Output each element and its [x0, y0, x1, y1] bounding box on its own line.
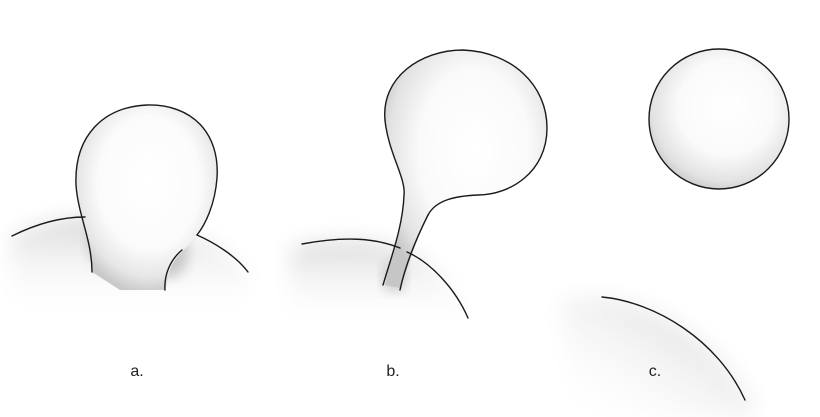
bud-shape-a [75, 104, 218, 290]
panel-label-a: a. [130, 363, 143, 380]
panel-label-b: b. [386, 363, 399, 380]
membrane-left-a [11, 216, 86, 237]
stalk-right-b [399, 214, 429, 291]
stalk-left-b [382, 119, 405, 286]
membrane-b-right [406, 251, 469, 319]
free-vesicle [649, 49, 789, 189]
panel-a: a. [11, 104, 249, 380]
neck-inner-right-a [164, 249, 183, 291]
free-vesicle-outline [648, 48, 790, 190]
membrane-right-a [196, 234, 249, 273]
panel-c: c. [560, 48, 790, 417]
panel-b: b. [290, 49, 548, 380]
membrane-c [601, 296, 746, 401]
panel-label-c: c. [649, 363, 661, 380]
bud-outline-b [384, 49, 548, 216]
bud-shape-b [384, 50, 547, 288]
bud-outline-a [75, 104, 218, 273]
membrane-b [301, 238, 401, 249]
membrane-shade-c [560, 297, 755, 417]
membrane-shade-b [290, 240, 468, 330]
